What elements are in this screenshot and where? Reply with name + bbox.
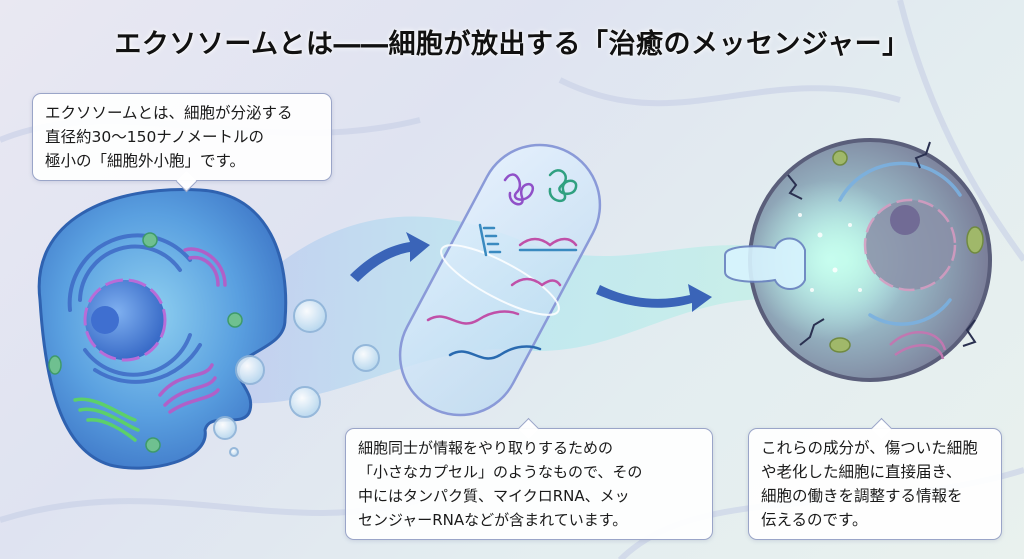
- callout-line: や老化した細胞に直接届き、: [761, 463, 962, 481]
- callout-definition: エクソソームとは、細胞が分泌する 直径約30〜150ナノメートルの 極小の「細胞…: [32, 93, 332, 181]
- callout-line: 極小の「細胞外小胞」です。: [45, 152, 245, 170]
- damaged-cell: [724, 138, 992, 382]
- capsule-contents: [426, 169, 578, 360]
- callout-line: 細胞同士が情報をやり取りするための: [358, 439, 614, 457]
- callout-line: センジャーRNAなどが含まれています。: [358, 511, 628, 529]
- callout-capsule: 細胞同士が情報をやり取りするための 「小さなカプセル」のようなもので、その 中に…: [345, 428, 713, 540]
- secreting-cell: [37, 188, 288, 470]
- callout-line: 細胞の働きを調整する情報を: [761, 487, 963, 505]
- callout-line: 直径約30〜150ナノメートルの: [45, 128, 265, 146]
- callout-line: 中にはタンパク質、マイクロRNA、メッ: [358, 487, 630, 505]
- callout-delivery: これらの成分が、傷ついた細胞 や老化した細胞に直接届き、 細胞の働きを調整する情…: [748, 428, 1002, 540]
- exosome-capsule: [398, 143, 602, 417]
- page-title: エクソソームとは――細胞が放出する「治癒のメッセンジャー」: [114, 29, 910, 60]
- callout-line: 伝えるのです。: [761, 511, 868, 529]
- flow-arrows: [350, 232, 712, 312]
- callout-line: エクソソームとは、細胞が分泌する: [45, 104, 293, 122]
- released-vesicles: [213, 299, 380, 457]
- callout-line: 「小さなカプセル」のようなもので、その: [358, 463, 643, 481]
- callout-line: これらの成分が、傷ついた細胞: [761, 439, 978, 457]
